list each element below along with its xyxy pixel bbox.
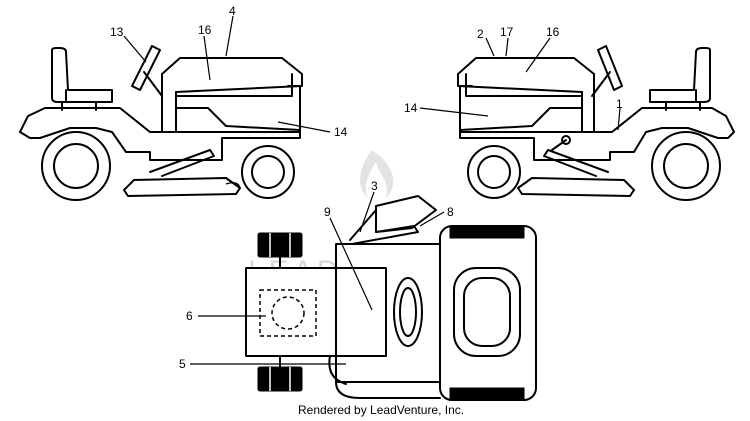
- callout-1: 1: [616, 97, 623, 111]
- front-tire-bottom: [257, 366, 303, 392]
- callout-16-left: 16: [198, 23, 212, 37]
- callouts: 13 16 4 14 2 17 16 14 1 3 8 9 6 5: [110, 4, 623, 371]
- callout-17: 17: [500, 25, 514, 39]
- callout-3: 3: [371, 179, 378, 193]
- seat-top: [453, 267, 521, 357]
- callout-14-left: 14: [334, 125, 348, 139]
- steering-wheel: [131, 45, 161, 91]
- callout-16-right: 16: [546, 25, 560, 39]
- callout-14-right: 14: [404, 101, 418, 115]
- tractor-top-view: [245, 195, 537, 401]
- callout-9: 9: [324, 205, 331, 219]
- tractor-left-side-view: [19, 45, 303, 201]
- front-tire-top: [257, 232, 303, 258]
- callout-8: 8: [447, 205, 454, 219]
- callout-2: 2: [477, 27, 484, 41]
- mower-deck: [123, 177, 241, 197]
- seat: [649, 47, 711, 103]
- steering-column-top: [393, 277, 423, 347]
- callout-13: 13: [110, 25, 124, 39]
- seat: [51, 47, 113, 103]
- callout-4: 4: [229, 4, 236, 18]
- leader-lines: [123, 15, 621, 365]
- callout-5: 5: [179, 357, 186, 371]
- flame-logo-icon: [360, 150, 394, 198]
- tractor-right-side-view: [457, 45, 735, 201]
- engine-label-area: [259, 289, 317, 337]
- render-credit: Rendered by LeadVenture, Inc.: [298, 403, 464, 417]
- rear-wheel-left-view: [41, 131, 111, 201]
- front-wheel-left-view: [241, 145, 295, 199]
- frame: [19, 107, 301, 161]
- callout-6: 6: [186, 309, 193, 323]
